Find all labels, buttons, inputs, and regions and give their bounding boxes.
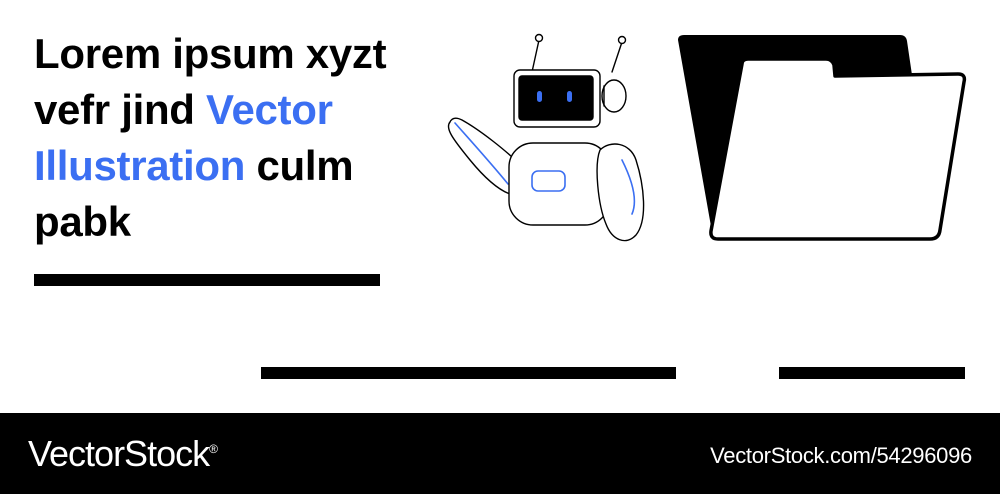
headline: Lorem ipsum xyzt vefr jind Vector Illust… xyxy=(34,26,454,250)
divider-bar xyxy=(34,274,380,286)
divider-bar xyxy=(261,367,676,379)
divider-bar xyxy=(779,367,965,379)
registered-mark: ® xyxy=(209,442,218,456)
footer-bar: VectorStock® VectorStock.com/54296096 xyxy=(0,413,1000,494)
open-folder-icon xyxy=(678,35,967,241)
headline-part-1: Lorem ipsum xyzt vefr jind xyxy=(34,30,387,133)
image-url: VectorStock.com/54296096 xyxy=(710,443,972,468)
illustration xyxy=(447,33,967,242)
headline-accent: Vector Illustration xyxy=(34,86,333,189)
robot-icon xyxy=(447,33,645,242)
brand-name: VectorStock xyxy=(28,433,210,474)
brand-logo: VectorStock® xyxy=(28,433,218,475)
headline-part-2: culm pabk xyxy=(34,142,354,245)
